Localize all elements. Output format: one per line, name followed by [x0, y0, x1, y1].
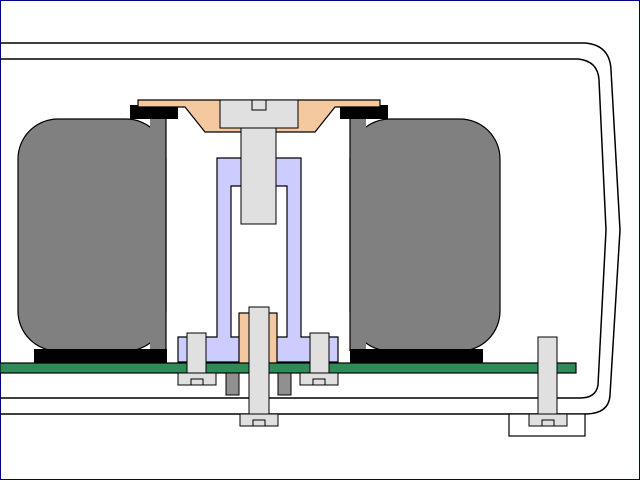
foot-right: [277, 372, 292, 396]
top-bolt-shank: [240, 127, 277, 225]
standoff-screw-slot: [541, 419, 555, 426]
standoff-right: [508, 336, 586, 437]
top-spacer-left: [130, 105, 178, 119]
side-screw-left-shank: [186, 332, 207, 374]
center-bolt-slot: [252, 419, 266, 426]
bottom-spacer-left: [34, 349, 167, 363]
winding-right-flat-edge: [350, 119, 366, 351]
center-bolt-shank: [248, 306, 270, 416]
winding-left: [17, 118, 167, 352]
top-bolt: [219, 99, 299, 225]
winding-left-flat-edge: [150, 119, 166, 351]
center-bolt: [239, 306, 279, 427]
side-screw-right: [299, 332, 339, 386]
bottom-spacer-right: [350, 349, 483, 363]
standoff-shank: [537, 336, 558, 416]
top-spacer-right: [340, 105, 388, 119]
side-screw-left-slot: [190, 378, 204, 385]
winding-right: [349, 118, 501, 352]
enclosure-inner-wall: [0, 58, 607, 399]
enclosure-outer-wall: [0, 42, 621, 415]
enclosure: [0, 42, 621, 415]
circuit-board: [0, 362, 577, 374]
side-screw-right-shank: [309, 332, 330, 374]
foot-left: [225, 372, 240, 396]
side-screw-right-slot: [312, 378, 326, 385]
side-screw-left: [177, 332, 217, 386]
top-bolt-slot: [251, 100, 267, 111]
top-bolt-head: [219, 99, 299, 129]
